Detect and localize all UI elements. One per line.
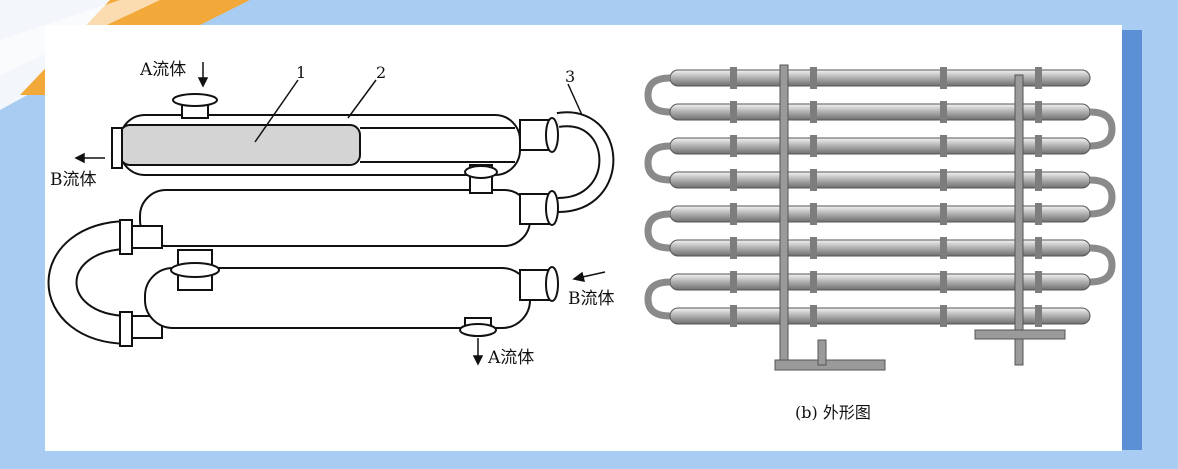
photo-caption: (b) 外形图 [795, 403, 871, 422]
photo-u-bend [644, 278, 671, 320]
photo-flange [1035, 101, 1042, 123]
middle-tube [139, 189, 531, 247]
photo-flange [810, 67, 817, 89]
photo-flange [940, 135, 947, 157]
double-pipe-heat-exchanger-diagram: A流体 B流体 B流体 A流体 1 2 3 [47, 60, 615, 368]
label-a-in: A流体 [139, 60, 186, 80]
photo-flange [730, 237, 737, 259]
part-number-3: 3 [565, 67, 575, 86]
photo-u-bend [1089, 244, 1116, 286]
photo-flange [810, 169, 817, 191]
photo-flange [730, 271, 737, 293]
photo-flange [940, 67, 947, 89]
photo-flange [940, 305, 947, 327]
photo-flange [1035, 203, 1042, 225]
photo-flange [940, 271, 947, 293]
photo-flange [730, 305, 737, 327]
photo-u-bend [644, 74, 671, 116]
part-number-1: 1 [296, 63, 306, 82]
photo-u-bend [644, 142, 671, 184]
photo-flange [810, 203, 817, 225]
left-end-flange [111, 127, 123, 169]
inner-tube-top [119, 124, 361, 166]
photo-flange [1035, 271, 1042, 293]
photo-flange [730, 67, 737, 89]
photo-flange [730, 203, 737, 225]
photo-u-bend [644, 210, 671, 252]
photo-flange [1035, 67, 1042, 89]
photo-flange [810, 271, 817, 293]
photo-u-bend [1089, 176, 1116, 218]
photo-u-bend [1089, 108, 1116, 150]
photo-flange [940, 101, 947, 123]
photo-flange [1035, 135, 1042, 157]
photo-flange [1035, 169, 1042, 191]
photo-flange [940, 169, 947, 191]
photo-flange [810, 101, 817, 123]
photo-tube [669, 307, 1091, 325]
photo-flange [810, 305, 817, 327]
photo-flange [810, 237, 817, 259]
photo-flange [1035, 305, 1042, 327]
photo-flange [940, 203, 947, 225]
label-b-in: B流体 [568, 289, 615, 309]
photo-flange [940, 237, 947, 259]
label-b-out: B流体 [50, 170, 97, 190]
label-a-out: A流体 [487, 348, 534, 368]
photo-flange [810, 135, 817, 157]
photo-flange [730, 169, 737, 191]
photo-flange [730, 135, 737, 157]
panel-shadow [1122, 30, 1142, 450]
part-number-2: 2 [376, 63, 386, 82]
heat-exchanger-photo [644, 64, 1116, 371]
photo-flange [1035, 237, 1042, 259]
photo-flange [730, 101, 737, 123]
